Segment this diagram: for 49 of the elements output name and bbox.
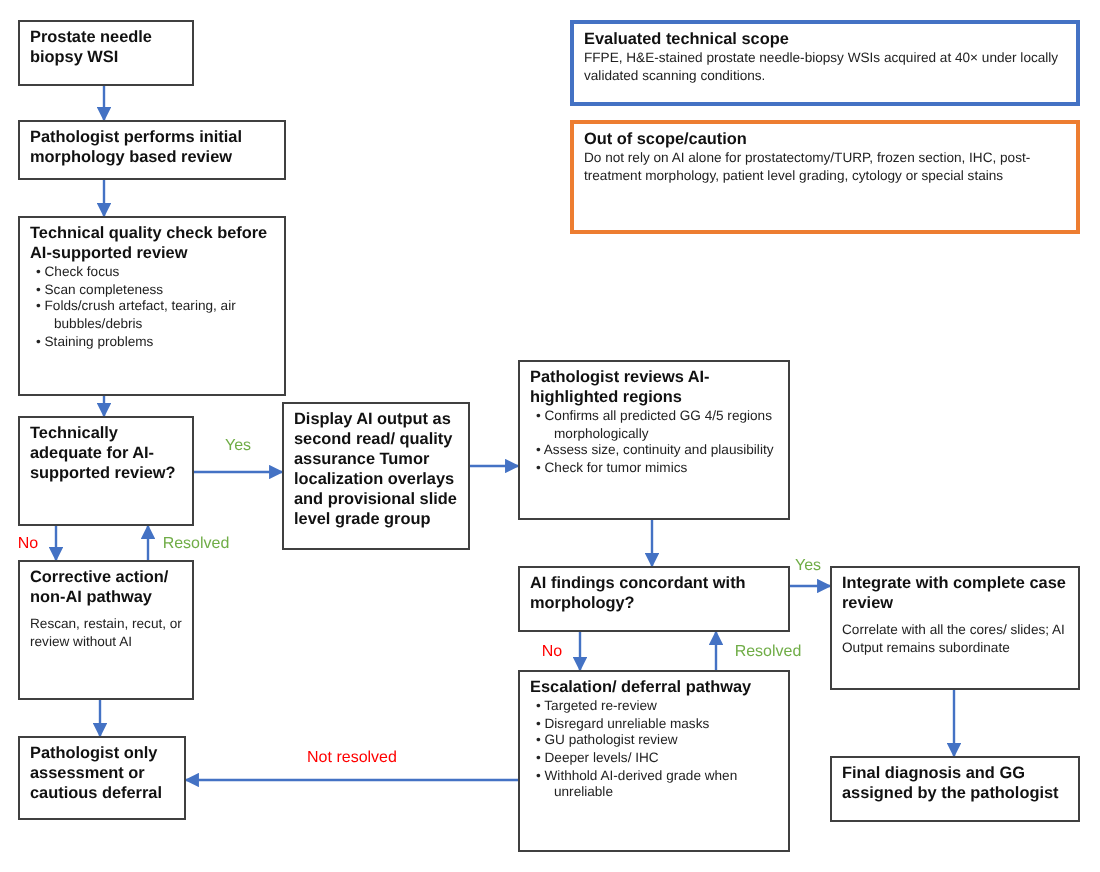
edge-label: No xyxy=(15,534,41,552)
arrow xyxy=(708,630,724,670)
arrow xyxy=(96,396,112,418)
process-box xyxy=(282,402,470,550)
arrow xyxy=(140,524,156,560)
note-box xyxy=(570,20,1080,106)
edge-label: Not resolved xyxy=(305,747,399,765)
arrow xyxy=(92,700,108,738)
edge-label: Resolved xyxy=(732,642,804,660)
process-box xyxy=(18,20,194,86)
node-heading: Integrate with complete case review xyxy=(842,574,1068,614)
arrow xyxy=(790,578,832,594)
arrow xyxy=(946,690,962,758)
process-box xyxy=(18,216,286,396)
process-box xyxy=(18,560,194,700)
node-heading: Display AI output as second read/ quality assurance Tumor localization overlays and provisional slide level grade group xyxy=(294,410,458,530)
node-heading: Technically adequate for AI-supported review? xyxy=(30,424,178,484)
arrow xyxy=(194,464,284,480)
arrow xyxy=(184,772,518,788)
process-box xyxy=(518,360,790,520)
process-box xyxy=(18,416,194,526)
process-box xyxy=(518,670,790,852)
node-heading: Escalation/ deferral pathway xyxy=(530,678,754,698)
node-heading: Pathologist only assessment or cautious deferral xyxy=(30,744,164,804)
node-heading: Corrective action/ non-AI pathway xyxy=(30,568,171,608)
arrow xyxy=(96,86,112,122)
process-box xyxy=(518,566,790,632)
edge-label: Yes xyxy=(222,435,254,453)
node-heading: AI findings concordant with morphology? xyxy=(530,574,748,614)
arrow xyxy=(48,526,64,562)
edge-label: No xyxy=(539,642,565,660)
edge-label: Yes xyxy=(792,555,824,573)
node-heading: Evaluated technical scope xyxy=(584,30,791,50)
arrow xyxy=(572,632,588,672)
process-box xyxy=(18,736,186,820)
note-box xyxy=(570,120,1080,234)
process-box xyxy=(18,120,286,180)
edge-label: Resolved xyxy=(160,534,232,552)
process-box xyxy=(830,566,1080,690)
node-heading: Pathologist performs initial morphology based review xyxy=(30,128,244,168)
node-heading: Prostate needle biopsy WSI xyxy=(30,28,154,68)
arrow xyxy=(644,520,660,568)
process-box xyxy=(830,756,1080,822)
node-heading: Pathologist reviews AI-highlighted regions xyxy=(530,368,712,408)
node-heading: Technical quality check before AI-supported review xyxy=(30,224,270,264)
arrow xyxy=(470,458,520,474)
node-heading: Out of scope/caution xyxy=(584,130,749,150)
arrow xyxy=(96,180,112,218)
node-heading: Final diagnosis and GG assigned by the pathologist xyxy=(842,764,1061,804)
